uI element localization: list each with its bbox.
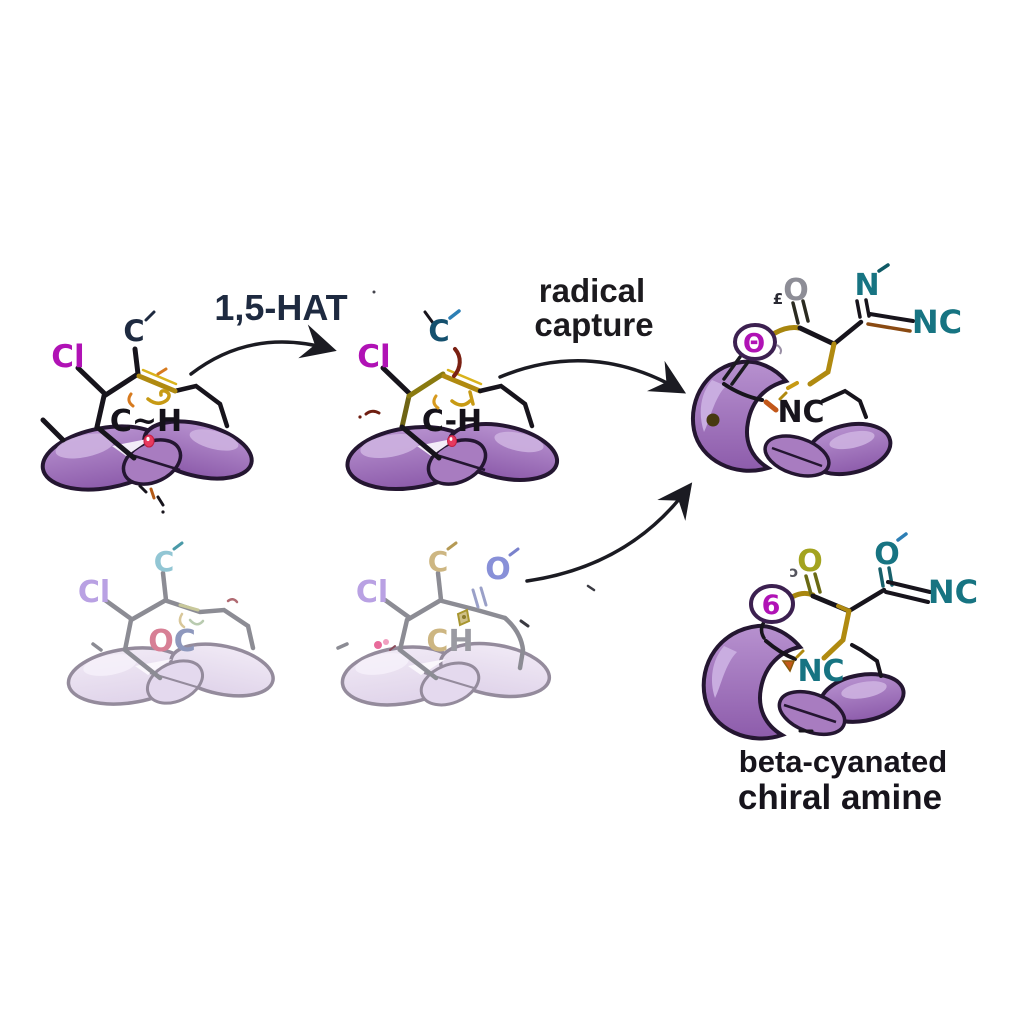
ghost-intermediate-cl-label: Cl bbox=[356, 575, 388, 610]
hat-product-ring-skeleton bbox=[380, 310, 535, 461]
substrate-radical-c-label: C bbox=[123, 314, 144, 348]
captured-carbonyl-o-label: O bbox=[783, 273, 809, 308]
final-carbonyl-o-label: O bbox=[797, 544, 823, 579]
caption-line2: chiral amine bbox=[738, 778, 942, 817]
substrate-molecule: Cl C C~H bbox=[40, 310, 254, 514]
ghost-substrate-c-label: C bbox=[154, 545, 175, 578]
radical-capture-label-line2: capture bbox=[534, 306, 653, 343]
circled-atom-icon bbox=[749, 584, 795, 624]
hat-product-molecule: Cl C C-H bbox=[345, 309, 560, 491]
gold-tick bbox=[795, 649, 805, 659]
substrate-cl-label: Cl bbox=[51, 339, 84, 375]
radical-tick-icon bbox=[448, 309, 461, 320]
red-radical-streak bbox=[452, 347, 462, 378]
captured-nitrile-n-label: N bbox=[854, 268, 879, 303]
final-product-skeleton bbox=[759, 566, 932, 678]
radical-tick-icon bbox=[896, 532, 908, 542]
gold-bond bbox=[136, 373, 178, 394]
hat-product-annotations bbox=[358, 390, 475, 447]
caption-line1: beta-cyanated bbox=[739, 744, 947, 779]
substrate-binding-pocket-blob bbox=[40, 419, 254, 492]
speck bbox=[372, 290, 376, 294]
ghost-intermediate-c-label: C bbox=[428, 545, 449, 578]
radical-dot-icon bbox=[143, 434, 155, 448]
ghost-intermediate-molecule: Cl C O CH bbox=[336, 541, 596, 707]
gold-bond bbox=[441, 373, 483, 394]
radical-tick-icon bbox=[144, 310, 156, 322]
ghost-intermediate-ch-label: CH bbox=[426, 624, 473, 659]
final-o-mark: ɔ bbox=[790, 563, 799, 581]
orange-mark bbox=[763, 399, 779, 413]
radical-tick-icon bbox=[446, 541, 458, 551]
final-ring-atom-label: 6 bbox=[762, 590, 781, 621]
ghost-intermediate-skeleton bbox=[336, 570, 530, 681]
ghost-intermediate-annotations bbox=[374, 584, 596, 651]
cl-bond bbox=[380, 365, 412, 396]
captured-ring-nc-label: NC bbox=[777, 395, 824, 430]
hat-product-blob bbox=[345, 422, 560, 491]
hat-step-label: 1,5-HAT bbox=[214, 287, 347, 328]
ring-right-bonds bbox=[477, 383, 535, 429]
intermediate-capture-arrow-icon bbox=[525, 482, 693, 583]
final-nitrile-o-label: O bbox=[874, 537, 900, 572]
radical-capture-label-line1: radical bbox=[539, 272, 645, 309]
captured-ring-atom-label: Θ bbox=[743, 329, 765, 359]
radical-tick-icon bbox=[877, 263, 890, 273]
stray-bond bbox=[40, 417, 66, 443]
gold-tick bbox=[778, 391, 788, 401]
ring-left-bonds bbox=[94, 371, 141, 461]
ghost-substrate-cl-label: Cl bbox=[78, 575, 110, 610]
pocket-dot-icon bbox=[706, 413, 720, 427]
ghost-substrate-blob bbox=[66, 642, 275, 706]
captured-nc-right-label: NC bbox=[912, 303, 962, 341]
circle-remnant bbox=[776, 344, 782, 355]
captured-o-mark: £ bbox=[773, 290, 783, 308]
radical-tick-icon bbox=[172, 541, 184, 551]
captured-product-skeleton bbox=[722, 298, 915, 419]
hat-arrow-icon bbox=[189, 324, 337, 376]
hat-product-cl-label: Cl bbox=[357, 339, 390, 375]
gold-bond-highlight bbox=[141, 368, 178, 386]
substrate-ring-skeleton bbox=[40, 346, 230, 461]
orange-mark bbox=[781, 660, 796, 673]
gold-bond bbox=[406, 371, 446, 399]
ring-right-bonds bbox=[172, 383, 230, 429]
circled-atom-icon bbox=[733, 323, 777, 361]
radical-capture-arrow-icon bbox=[498, 359, 687, 394]
radical-dot-icon bbox=[447, 435, 457, 447]
ghost-substrate-molecule: Cl C OC bbox=[66, 541, 275, 706]
substrate-annotations bbox=[127, 367, 171, 514]
cl-bond bbox=[75, 365, 107, 396]
ghost-intermediate-o-label: O bbox=[485, 552, 511, 587]
final-product-molecule: 6 O ɔ O NC NC bbox=[701, 532, 978, 741]
ghost-substrate-annotations bbox=[178, 598, 239, 629]
hat-product-ch-label: C-H bbox=[422, 404, 482, 439]
final-nc-right-label: NC bbox=[928, 573, 978, 611]
substrate-ch-label: C~H bbox=[110, 404, 182, 439]
ghost-substrate-skeleton bbox=[91, 570, 256, 681]
captured-product-molecule: Θ O £ N NC NC bbox=[690, 263, 962, 478]
final-ring-nc-label: NC bbox=[797, 654, 844, 689]
hat-product-radical-c-label: C bbox=[428, 314, 449, 348]
radical-tick-icon bbox=[508, 547, 520, 557]
radical-c-bond bbox=[132, 346, 141, 377]
captured-product-blob bbox=[690, 359, 893, 478]
ghost-substrate-oc-label: OC bbox=[148, 624, 196, 659]
